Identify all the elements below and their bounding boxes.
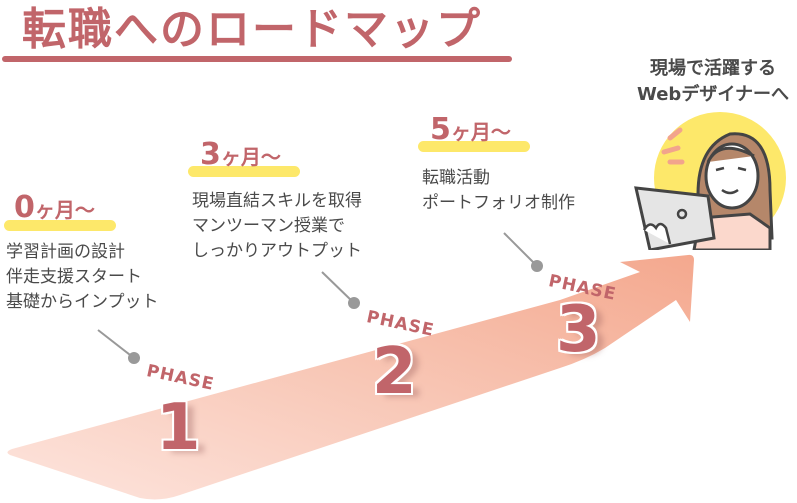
connector-phase-1: [97, 329, 135, 359]
phase-2-item: しっかりアウトプット: [192, 241, 362, 261]
arrow-body: [7, 254, 694, 500]
phase-1-period: 0ヶ月〜: [14, 190, 95, 225]
connector-dot-phase-2: [348, 297, 360, 309]
connector-phase-2: [321, 271, 355, 304]
phase-3-description: 転職活動 ポートフォリオ制作: [422, 166, 575, 216]
goal-line-1: 現場で活躍する: [650, 58, 776, 79]
phase-1-period-num: 0: [14, 190, 35, 225]
phase-3-period-num: 5: [430, 112, 451, 147]
phase-1-period-unit: ヶ月〜: [34, 198, 95, 222]
connector-dot-phase-1: [128, 352, 140, 364]
phase-2-period-highlight: [188, 166, 300, 177]
phase-3-number: 3: [556, 293, 601, 367]
connector-phase-3: [503, 232, 538, 267]
phase-3-item: 転職活動: [422, 168, 490, 188]
phase-2-item: マンツーマン授業で: [192, 216, 345, 236]
woman-with-laptop-icon: [634, 112, 786, 250]
phase-2-period-num: 3: [200, 137, 221, 172]
phase-1-description: 学習計画の設計 伴走支援スタート 基礎からインプット: [6, 240, 159, 315]
phase-2-number: 2: [372, 335, 417, 409]
connector-dot-phase-3: [531, 260, 543, 272]
phase-3-period-highlight: [418, 141, 530, 152]
phase-2-description: 現場直結スキルを取得 マンツーマン授業で しっかりアウトプット: [192, 189, 362, 264]
phase-1-period-highlight: [4, 220, 116, 231]
phase-2-period: 3ヶ月〜: [200, 137, 281, 172]
phase-2-period-unit: ヶ月〜: [220, 145, 281, 169]
goal-line-2: Webデザイナーへ: [637, 84, 789, 105]
title-underline: [2, 56, 512, 62]
page-title: 転職へのロードマップ: [22, 4, 482, 55]
phase-3-period-unit: ヶ月〜: [450, 120, 511, 144]
phase-2-item: 現場直結スキルを取得: [192, 191, 362, 211]
phase-3-item: ポートフォリオ制作: [422, 193, 575, 213]
phase-3-period: 5ヶ月〜: [430, 112, 511, 147]
goal-text: 現場で活躍する Webデザイナーへ: [628, 56, 797, 108]
phase-1-number: 1: [156, 391, 201, 465]
phase-1-item: 基礎からインプット: [6, 292, 159, 312]
phase-1-item: 学習計画の設計: [6, 242, 125, 262]
phase-1-item: 伴走支援スタート: [6, 267, 142, 287]
